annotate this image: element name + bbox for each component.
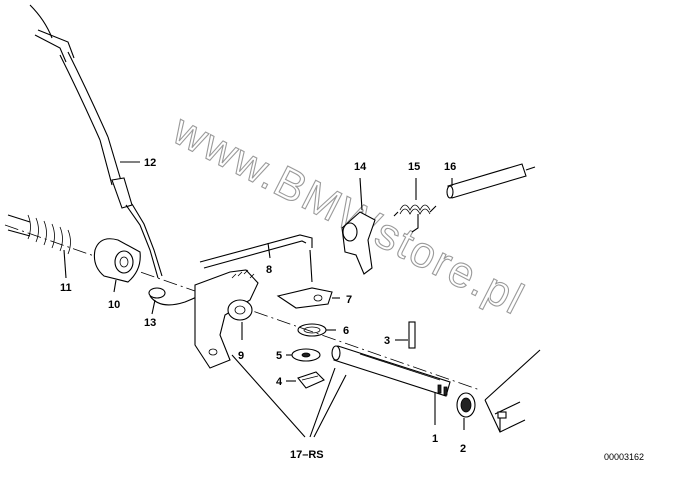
leader-lines <box>120 161 243 340</box>
shaft-part-1 <box>331 345 451 425</box>
label-part-5: 5 <box>276 350 282 362</box>
bracket-part-9 <box>194 269 259 369</box>
leader-lines-17 <box>231 354 347 438</box>
label-part-9: 9 <box>238 350 244 362</box>
mount-bracket <box>484 349 541 433</box>
label-part-16: 16 <box>444 161 456 173</box>
label-part-7: 7 <box>346 294 352 306</box>
label-part-2: 2 <box>460 443 466 455</box>
bushing-part-2 <box>456 392 476 430</box>
label-part-17-rs: 17–RS <box>290 449 324 461</box>
ring-part-6 <box>297 323 336 337</box>
spring-part-15 <box>393 178 437 233</box>
lever-part-14 <box>341 177 376 275</box>
label-part-4: 4 <box>276 376 283 388</box>
plate-part-7 <box>276 287 340 309</box>
grommet-part-10 <box>93 238 141 293</box>
label-part-10: 10 <box>108 299 120 311</box>
label-part-14: 14 <box>354 161 367 173</box>
label-part-11: 11 <box>60 282 72 294</box>
label-part-6: 6 <box>343 325 349 337</box>
rod-part-16 <box>446 163 536 199</box>
label-part-3: 3 <box>384 335 390 347</box>
label-part-8: 8 <box>266 264 272 276</box>
label-part-13: 13 <box>144 317 156 329</box>
clip-part-4 <box>286 371 325 389</box>
pin-part-3 <box>395 321 416 349</box>
label-part-12: 12 <box>144 157 156 169</box>
washer-part-5 <box>286 348 321 362</box>
label-part-1: 1 <box>432 433 438 445</box>
rod-part-8 <box>199 234 313 283</box>
label-part-15: 15 <box>408 161 420 173</box>
cable-assembly <box>29 4 163 279</box>
reference-number: 00003162 <box>604 452 644 462</box>
spring-part-11 <box>7 214 71 279</box>
